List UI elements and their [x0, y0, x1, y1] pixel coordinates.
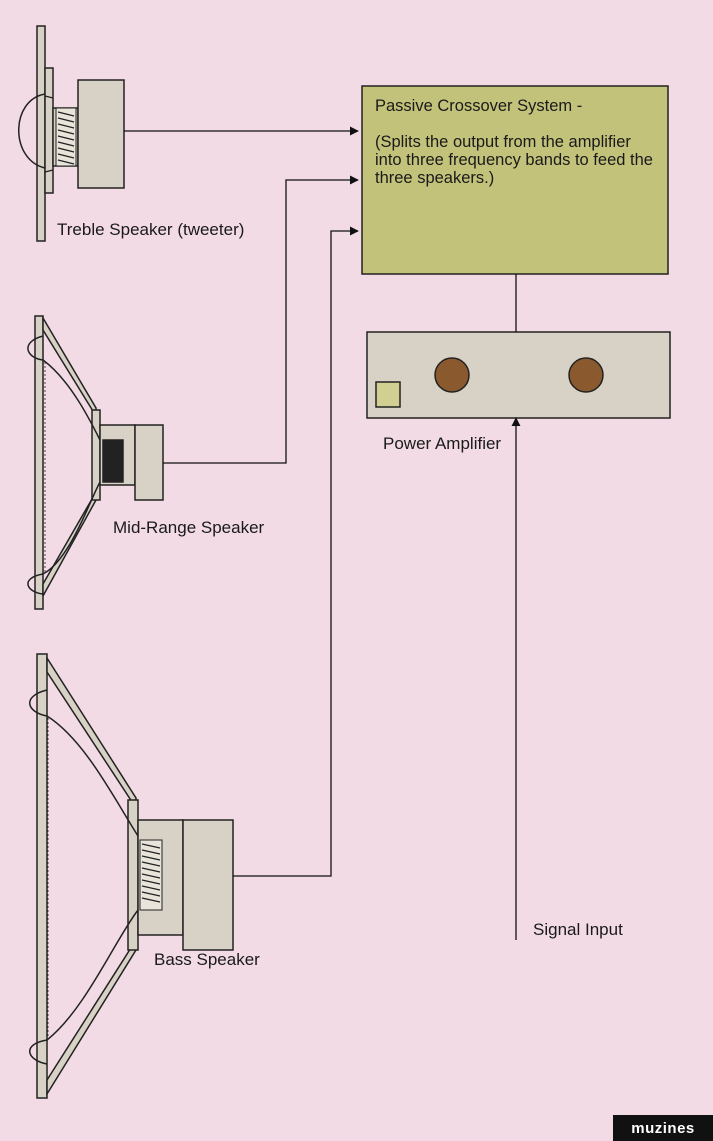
bass-speaker-label: Bass Speaker — [154, 950, 260, 969]
amp-knob-right — [568, 357, 604, 393]
crossover-box — [361, 85, 669, 275]
power-amplifier-label: Power Amplifier — [383, 434, 502, 453]
amp-knob-left — [434, 357, 470, 393]
mid-range-speaker — [27, 315, 164, 610]
crossover-text: Passive Crossover System - (Splits the o… — [375, 97, 655, 187]
signal-input-label: Signal Input — [533, 920, 623, 939]
crossover-title: Passive Crossover System - — [375, 97, 583, 115]
amp-switch — [375, 381, 401, 408]
power-amplifier — [366, 331, 671, 419]
wire-mid — [163, 175, 359, 464]
treble-speaker — [18, 25, 125, 242]
crossover-description: (Splits the output from the amplifier in… — [375, 133, 653, 187]
wiring — [124, 126, 521, 940]
mid-range-speaker-label: Mid-Range Speaker — [113, 518, 265, 537]
watermark-logo: muzines — [613, 1115, 713, 1141]
bass-speaker — [29, 653, 234, 1099]
wire-bass — [233, 226, 359, 877]
treble-speaker-label: Treble Speaker (tweeter) — [57, 220, 245, 239]
